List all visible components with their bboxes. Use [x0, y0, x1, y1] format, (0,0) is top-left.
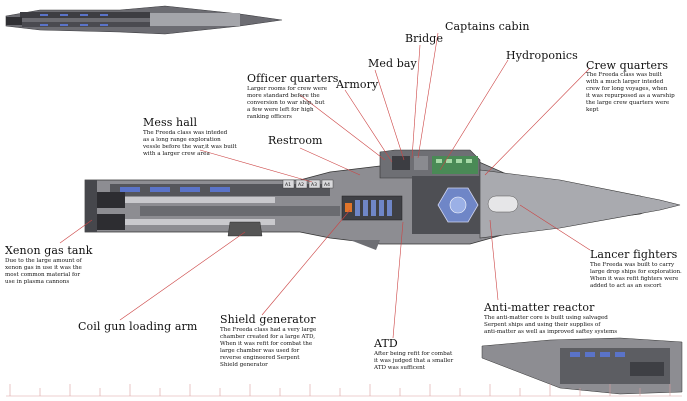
- label-officer-quarters: Officer quarters: [247, 72, 339, 85]
- label-restroom: Restroom: [268, 134, 323, 147]
- label-shield-generator: Shield generator: [220, 313, 316, 326]
- hull-panel-code: A2: [298, 182, 304, 188]
- hull-panel-code: A1: [285, 182, 291, 188]
- hull-panel-code: A4: [324, 182, 330, 188]
- label-med-bay: Med bay: [368, 57, 417, 70]
- label-mess-hall: Mess hall: [143, 116, 198, 129]
- label-hydroponics: Hydroponics: [506, 49, 578, 62]
- label-lancer-fighters: Lancer fighters: [590, 248, 678, 261]
- label-armory: Armory: [336, 78, 379, 91]
- main-cutaway-ship: A1 A2 A3 A4: [84, 149, 681, 250]
- scale-ruler: [6, 384, 682, 397]
- hull-panel-code: A3: [311, 182, 317, 188]
- label-anti-matter-reactor: Anti-matter reactor: [484, 301, 595, 314]
- side-view-ship-small: [481, 337, 683, 395]
- label-bridge: Bridge: [405, 32, 444, 45]
- label-atd: ATD: [374, 337, 398, 350]
- label-captains-cabin: Captains cabin: [445, 20, 530, 33]
- leader-lines: [59, 32, 591, 339]
- top-view-ship: [5, 5, 283, 35]
- desc-anti-matter-reactor: The anti-matter core is built using salv…: [484, 315, 618, 335]
- label-xenon-gas-tank: Xenon gas tank: [5, 244, 93, 257]
- label-coil-gun-loading-arm: Coil gun loading arm: [78, 320, 198, 333]
- label-crew-quarters: Crew quarters: [586, 59, 669, 72]
